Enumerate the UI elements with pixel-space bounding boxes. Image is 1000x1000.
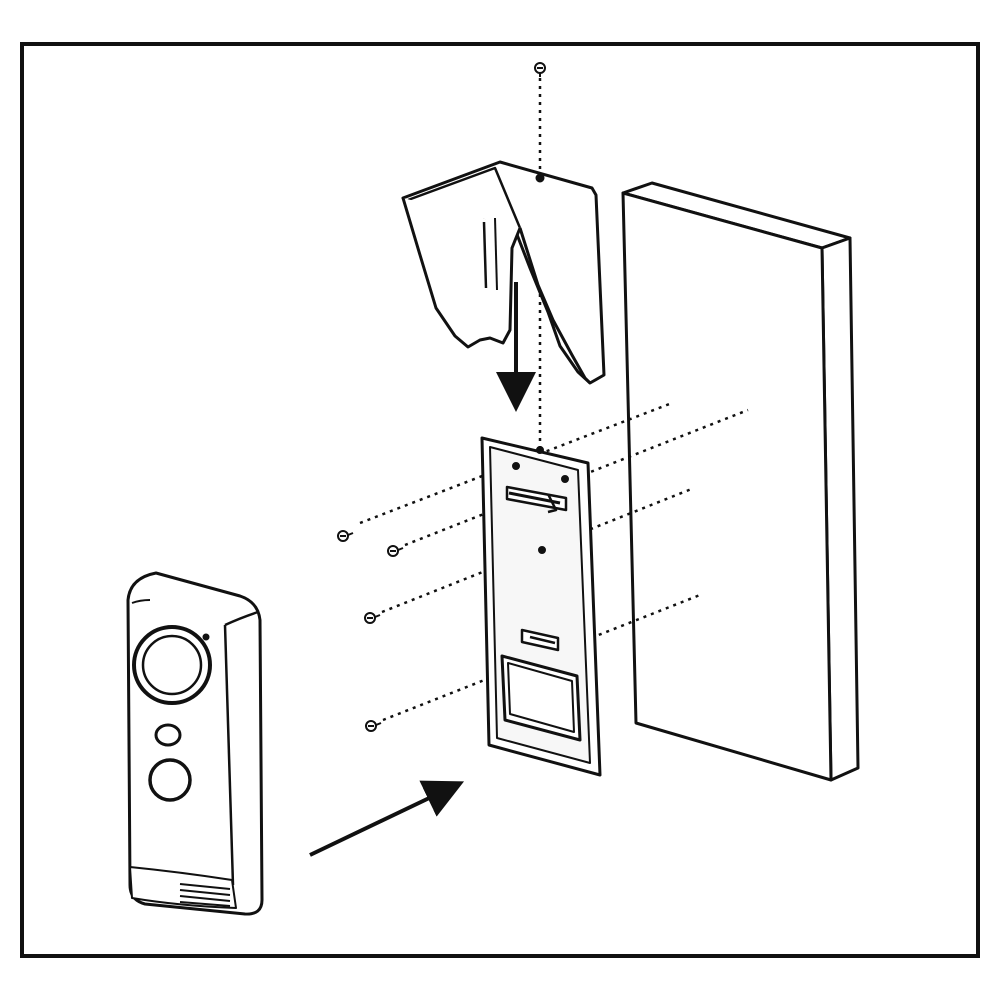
screw-icon <box>387 545 404 557</box>
screw-icon <box>365 720 382 732</box>
motion-sensor <box>154 723 182 747</box>
mounting-bracket <box>480 436 602 777</box>
doorbell-unit <box>126 571 264 916</box>
doorbell-button <box>148 758 192 802</box>
doorbell-insert-arrow <box>309 780 465 857</box>
screw-icon <box>364 612 381 624</box>
screw-icon <box>337 530 354 542</box>
rain-cover <box>401 160 606 385</box>
screw-icon <box>534 62 546 77</box>
speaker-grille <box>129 866 237 909</box>
wall <box>621 181 860 782</box>
